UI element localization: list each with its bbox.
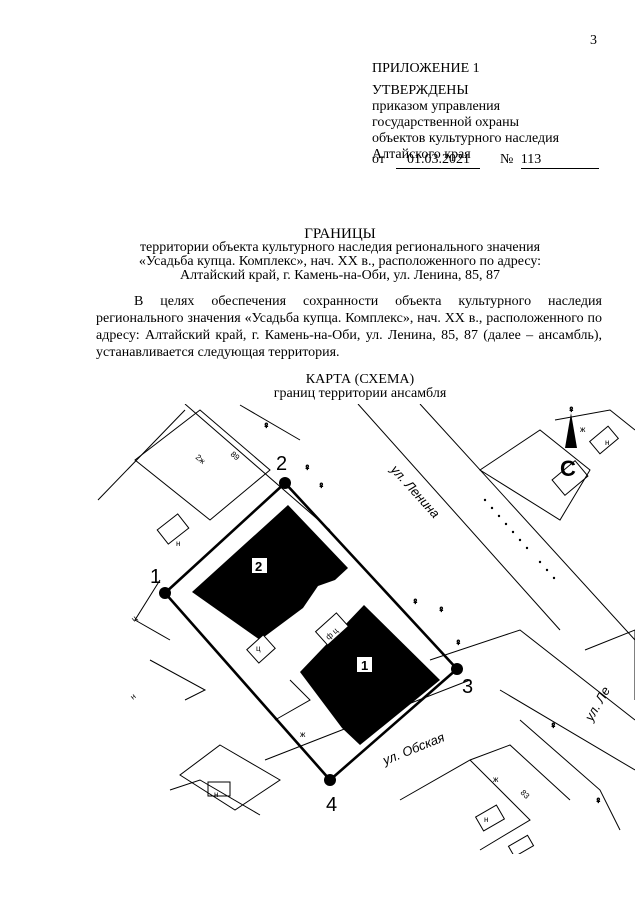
parcel-outline <box>479 429 591 521</box>
body-paragraph: В целях обеспечения сохранности объекта … <box>96 294 602 360</box>
title-line: Алтайский край, г. Камень-на-Оби, ул. Ле… <box>179 268 500 283</box>
street-name-lenina: ул. Ленина <box>387 461 443 521</box>
point-label: 2 <box>276 453 287 475</box>
approved-line: государственной охраны <box>372 115 520 130</box>
parcel-outline <box>469 744 571 801</box>
appendix-label: ПРИЛОЖЕНИЕ 1 <box>372 61 480 76</box>
north-arrow-icon <box>565 413 577 448</box>
number-prefix: № <box>499 152 514 167</box>
boundary-point-2 <box>279 477 291 489</box>
map-heading: КАРТА (СХЕМА) <box>305 372 415 387</box>
heritage-building-2 <box>192 505 348 640</box>
small-building <box>507 834 535 854</box>
order-date-line: от 01.03.2021 № 113 <box>372 152 599 169</box>
outbuilding <box>246 634 276 664</box>
approval-block: УТВЕРЖДЕНЫ приказом управления государст… <box>372 83 559 163</box>
point-label: 4 <box>326 794 337 816</box>
tree-icon: ♀ <box>412 596 419 606</box>
approved-line: Алтайского края <box>372 147 471 162</box>
small-building <box>588 425 620 455</box>
parcel-outline <box>134 409 271 521</box>
decorative-dots <box>483 498 556 580</box>
map-small-label: ц <box>130 613 140 623</box>
parcel-outline <box>239 404 301 441</box>
title-line: территории объекта культурного наследия … <box>139 240 541 255</box>
boundary-point-1 <box>159 587 171 599</box>
map-small-label: н <box>129 692 138 702</box>
tree-icon: ♀ <box>438 604 445 614</box>
north-label: С <box>560 456 576 481</box>
tree-icon: ♀ <box>318 480 325 490</box>
map-small-label: 83 <box>519 788 532 801</box>
tree-icon: ♀ <box>568 404 575 414</box>
street-curb-line <box>429 629 635 721</box>
parcel-outline <box>134 579 171 641</box>
map-small-label: н <box>214 790 218 799</box>
heritage-building-1 <box>300 605 440 745</box>
building-label: 1 <box>361 658 368 673</box>
map-small-label: н <box>176 539 180 548</box>
building-label: 2 <box>255 559 262 574</box>
order-number: 113 <box>520 152 599 169</box>
map-small-label: н <box>484 815 488 824</box>
territory-boundary <box>163 481 459 782</box>
parcel-outline <box>149 659 207 701</box>
tree-icon: ♀ <box>263 420 270 430</box>
street-curb-line <box>357 404 561 631</box>
street-curb-line <box>499 689 635 771</box>
small-building <box>207 781 231 797</box>
parcel-outline <box>179 744 281 811</box>
boundary-point-3 <box>451 663 463 675</box>
page-number: 3 <box>590 33 597 48</box>
small-building <box>551 459 589 497</box>
map-small-label: ж <box>493 775 499 784</box>
small-building <box>156 513 190 545</box>
map-small-label: ж <box>300 730 306 739</box>
street-curb-line <box>184 404 331 531</box>
parcel-outline <box>554 409 635 431</box>
street-name-right: ул. Ле <box>581 684 613 724</box>
parcel-outline <box>399 759 531 851</box>
map-small-label: ц <box>256 644 261 653</box>
boundary-map: ♀ ♀ ♀ ♀ ♀ ♀ ♀ ♀ ♀ 1 2 3 4 2 1 ул. Ленина… <box>97 404 635 854</box>
order-date: 01.03.2021 <box>396 152 481 169</box>
date-prefix: от <box>372 152 385 167</box>
point-label: 3 <box>462 676 473 698</box>
title-heading: ГРАНИЦЫ <box>304 226 376 242</box>
map-small-label: 2ж <box>194 453 208 467</box>
tree-icon: ♀ <box>595 795 602 805</box>
parcel-outline <box>519 719 621 831</box>
tree-icon: ♀ <box>550 720 557 730</box>
approved-line: приказом управления <box>372 99 501 114</box>
approved-line: объектов культурного наследия <box>372 131 560 146</box>
parcel-outline <box>274 679 311 721</box>
small-building <box>474 804 506 832</box>
boundary-point-4 <box>324 774 336 786</box>
title-line: «Усадьба купца. Комплекс», нач. XX в., р… <box>138 254 542 269</box>
well-structure <box>314 612 350 646</box>
street-curb-line <box>419 404 635 641</box>
point-label: 1 <box>150 566 161 588</box>
approved-heading: УТВЕРЖДЕНЫ <box>372 83 469 98</box>
map-subtitle: границ территории ансамбля <box>273 386 447 401</box>
tree-icon: ♀ <box>304 462 311 472</box>
parcel-outline <box>584 629 635 700</box>
parcel-outline <box>169 779 261 816</box>
map-small-label: ж <box>580 425 586 434</box>
tree-icon: ♀ <box>455 637 462 647</box>
map-small-label: н <box>605 438 609 447</box>
document-title: ГРАНИЦЫ территории объекта культурного н… <box>80 227 600 283</box>
map-title: КАРТА (СХЕМА) границ территории ансамбля <box>200 373 520 401</box>
street-name-obskaya: ул. Обская <box>380 729 447 768</box>
